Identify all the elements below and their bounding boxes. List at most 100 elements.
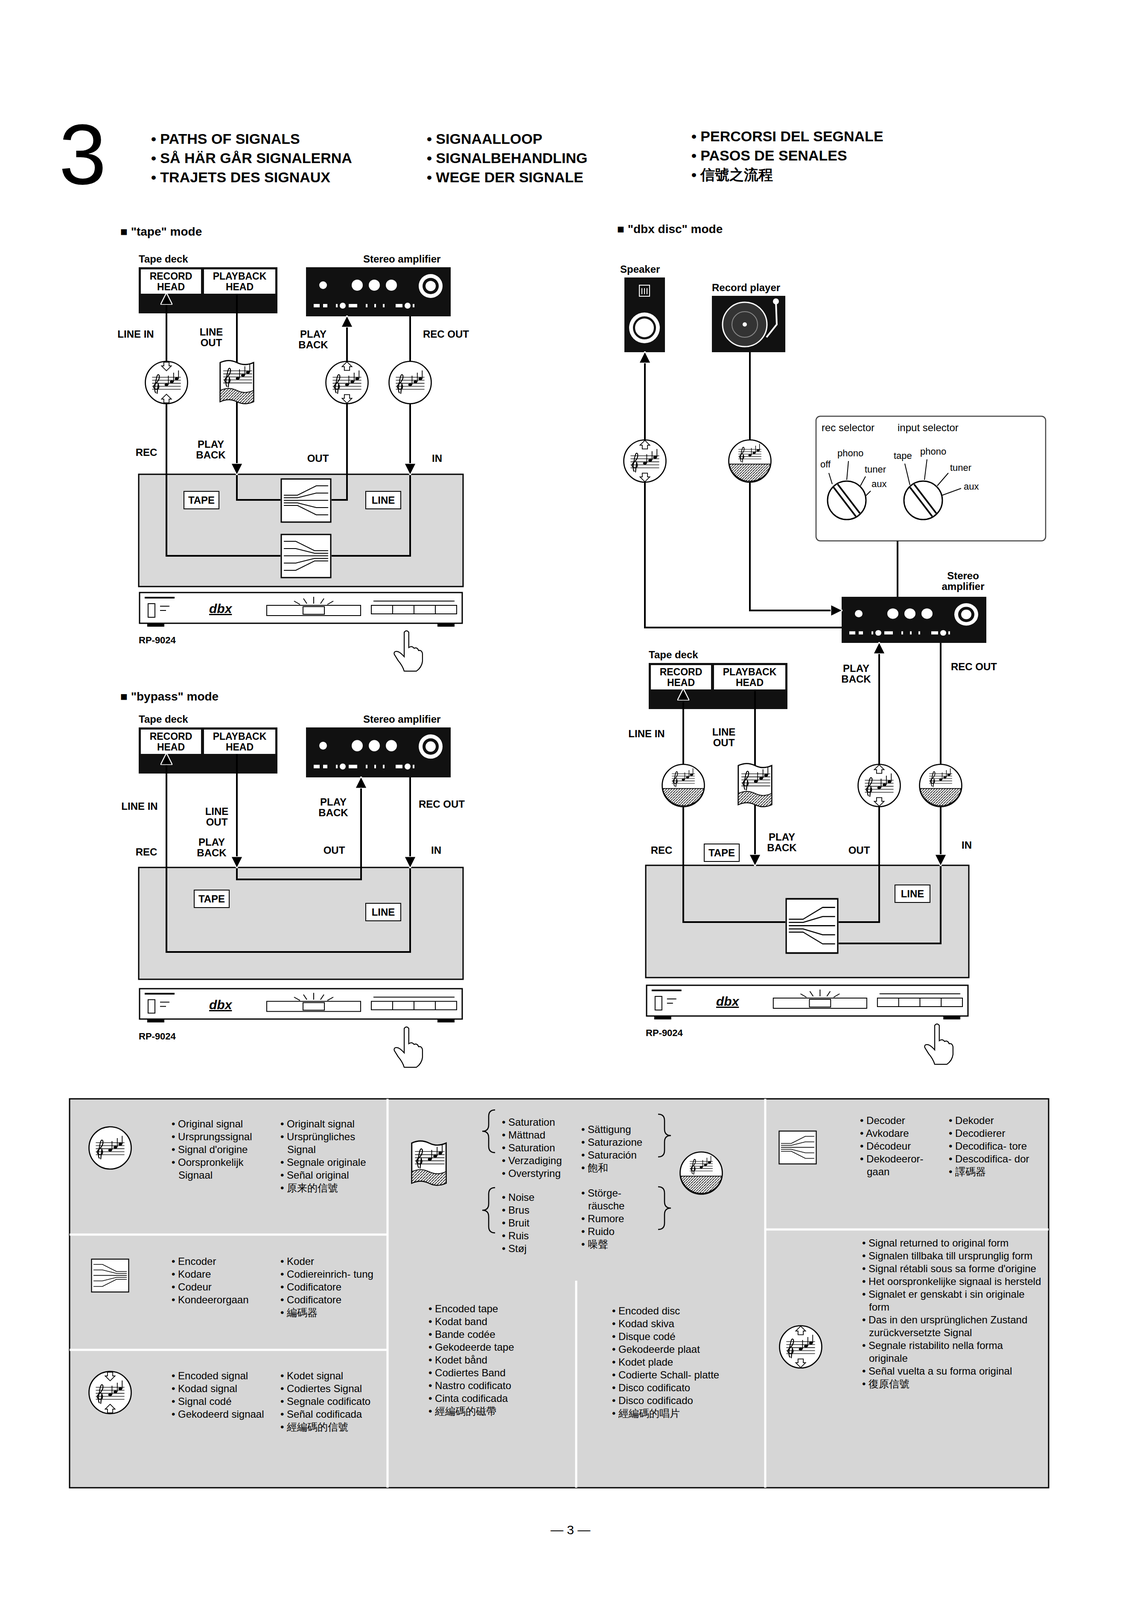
edge-label: LINE IN <box>114 328 158 340</box>
edge-label: LINE OUT <box>706 726 741 748</box>
label-text: • TRAJETS DES SIGNAUX <box>151 169 331 186</box>
legend-text: • Cinta codificada <box>428 1391 570 1405</box>
node-heading: Stereo amplifier <box>938 570 988 592</box>
edge-label: LINE OUT <box>199 805 234 828</box>
legend-column: • Encoded tape• Kodat band• Bande codée•… <box>428 1302 570 1418</box>
processor-panels-part <box>394 1026 423 1068</box>
node-label: RECORD HEAD <box>141 271 201 292</box>
legend-text: • Overstyring <box>501 1166 579 1180</box>
label-text: ■ "tape" mode <box>120 225 202 238</box>
node-heading: PLAY BACK <box>194 836 229 858</box>
legend-text: • Originalt signal <box>280 1117 383 1131</box>
record-player: Record player <box>711 295 786 353</box>
legend-column: • Saturation• Mättnad• Saturation• Verza… <box>501 1115 579 1180</box>
device-bodies-part <box>629 312 660 344</box>
legend-text: • Signal returned to original form <box>862 1236 1042 1250</box>
legend-text: • Original signal <box>171 1117 279 1131</box>
signal-icons-part <box>91 1259 129 1292</box>
legend-column: • Koder• Codiereinrich- tung• Codificato… <box>280 1254 383 1319</box>
label-text: phono <box>920 446 947 457</box>
legend-text: • Oorspronkelijk Signaal <box>171 1155 279 1182</box>
amplifier: Stereo amplifier <box>841 596 987 643</box>
legend-text: • Brus <box>501 1203 579 1217</box>
device-bodies-part <box>306 267 451 317</box>
label-text: — 3 — <box>550 1522 591 1537</box>
legend-column: • Sättigung• Saturazione• Saturación• 飽和 <box>581 1122 654 1175</box>
selector-callout <box>816 416 1046 541</box>
edge-label: PLAY BACK <box>839 662 874 685</box>
edge-label: LINE IN <box>118 800 161 812</box>
legend-panel-part <box>658 1113 671 1230</box>
node-heading: Stereo amplifier <box>363 253 441 265</box>
legend-column: • Encoded disc• Kodad skiva• Disque codé… <box>612 1304 728 1420</box>
label-text: RP-9024 <box>645 1027 683 1038</box>
label-text: • SIGNAALLOOP <box>426 131 543 147</box>
label-text: ■ "dbx disc" mode <box>617 222 723 236</box>
node-heading: Tape deck <box>138 253 189 265</box>
signal-icons-part <box>858 764 901 807</box>
node-label: PLAYBACK HEAD <box>204 731 275 752</box>
legend-text: • Saturation <box>501 1115 579 1129</box>
legend-text: • Señal original <box>280 1168 383 1182</box>
node-heading: Tape deck <box>138 713 189 725</box>
tape-deck: Tape deckRECORD HEADPLAYBACK HEAD <box>138 267 278 314</box>
signal-icons-part <box>326 361 369 404</box>
processor-panels-part <box>924 1023 954 1065</box>
legend-column: • Decoder• Avkodare• Décodeur• Dekodeero… <box>859 1113 946 1178</box>
device-bodies-part <box>731 311 758 338</box>
node-label: PLAYBACK HEAD <box>204 271 275 292</box>
node-heading: Speaker <box>620 263 660 275</box>
legend-text: • Ursprungssignal <box>171 1130 279 1143</box>
legend-text: • Codiertes Signal <box>280 1381 383 1395</box>
label-text: tape <box>893 450 913 461</box>
node-label: LINE <box>371 906 396 918</box>
signal-line <box>409 777 412 868</box>
node-heading: IN <box>423 844 449 856</box>
legend-column: • Kodet signal• Codiertes Signal• Segnal… <box>280 1369 383 1434</box>
head-box: PLAYBACK HEAD <box>204 729 276 754</box>
selector-callout-part <box>816 416 1046 541</box>
signal-line <box>749 352 842 611</box>
legend-text: • Codificatore <box>280 1293 383 1306</box>
legend-text: • Gekodeerde tape <box>428 1340 570 1354</box>
signal-icons-part <box>728 440 772 483</box>
label-text: • PERCORSI DEL SEGNALE <box>691 128 884 145</box>
device-bodies-part <box>138 727 278 774</box>
legend-text: • Kodat band <box>428 1314 570 1328</box>
logo-text: dbx <box>209 601 232 616</box>
signal-icons-part <box>779 1325 823 1368</box>
legend-text: • Gekodeerde plaat <box>612 1342 728 1356</box>
legend-text: • Encoded signal <box>171 1369 279 1382</box>
legend-text: • Codiertes Band <box>428 1366 570 1379</box>
legend-text: • Kondeerorgaan <box>171 1293 279 1306</box>
legend-text: • Señal vuelta a su forma original <box>862 1364 1042 1378</box>
legend-text: • Koder <box>280 1254 383 1268</box>
node-label: RECORD HEAD <box>141 731 201 752</box>
signal-icons-part <box>411 1140 447 1186</box>
processor-panels-part <box>645 865 969 978</box>
signal-line <box>360 777 362 868</box>
legend-text: • Kodet bånd <box>428 1353 570 1367</box>
legend-text: • Mättnad <box>501 1128 579 1142</box>
label-text: ■ "bypass" mode <box>120 690 219 703</box>
edge-label: REC OUT <box>948 661 1000 672</box>
legend-text: • Encoded tape <box>428 1302 570 1315</box>
legend-text: • Señal codificada <box>280 1407 383 1421</box>
device-bodies-part <box>742 322 747 327</box>
legend-text: • Saturation <box>501 1141 579 1155</box>
legend-text: • Kodad signal <box>171 1381 279 1395</box>
legend-text: • Gekodeerd signaal <box>171 1407 279 1421</box>
node-heading: PLAY BACK <box>193 438 228 461</box>
legend-text: • Bande codée <box>428 1327 570 1341</box>
legend-text: • Signal d'origine <box>171 1142 279 1156</box>
mode-box: LINE <box>894 884 931 903</box>
legend-text: • Støj <box>501 1241 579 1255</box>
node-label: LINE <box>900 888 925 899</box>
legend-panel-part <box>482 1109 496 1233</box>
processor-panels-part <box>138 474 464 587</box>
label-text: tuner <box>950 462 972 473</box>
legend-column: • Originalt signal• Ursprüngliches Signa… <box>280 1117 383 1195</box>
node-label: RECORD HEAD <box>651 666 711 688</box>
